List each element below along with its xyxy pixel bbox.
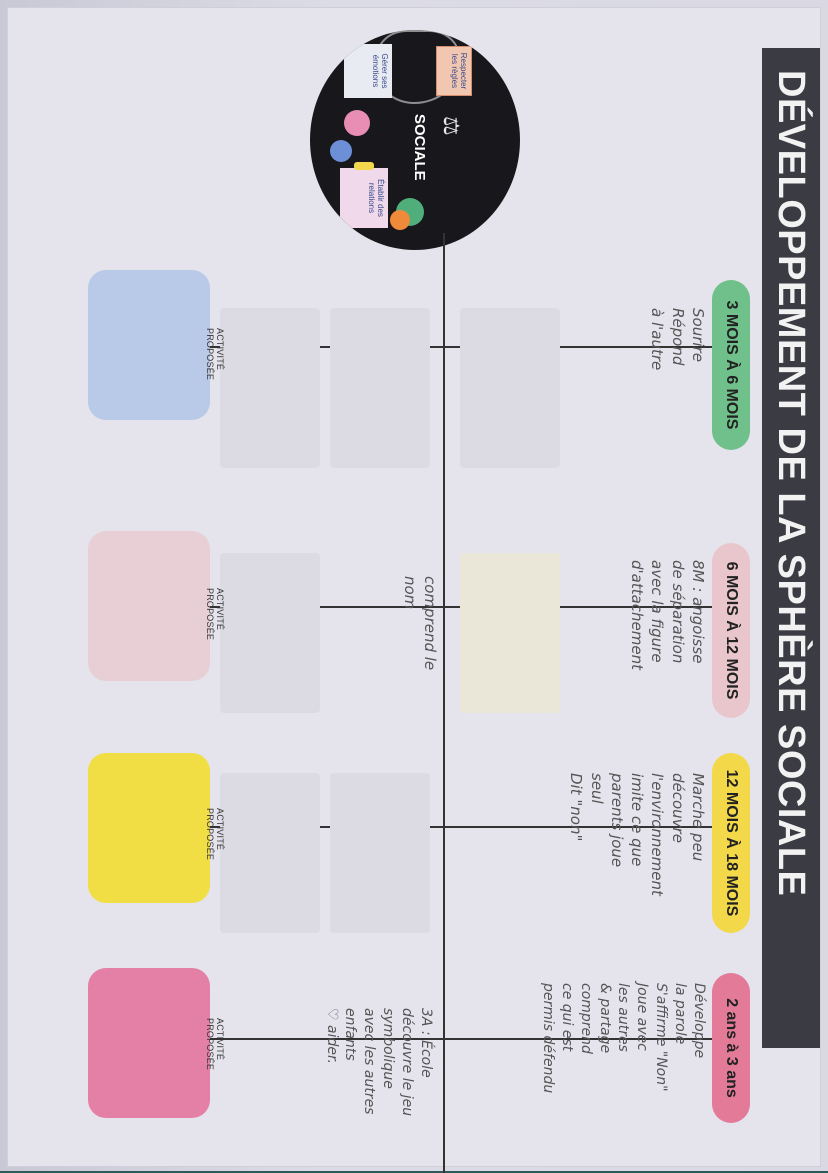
timeline-spine	[443, 233, 445, 1173]
blank-answer-box	[220, 553, 320, 713]
activity-label: ACTIVITÉ PROPOSÉE	[205, 808, 225, 861]
handwritten-note-lower: 3A : École découvre le jeu symbolique av…	[323, 1008, 434, 1117]
circle-label: SOCIALE	[411, 114, 428, 181]
blank-answer-box	[330, 308, 430, 468]
activity-box[interactable]	[88, 531, 210, 681]
handwritten-note: Sourire Répond à l'autre	[648, 308, 708, 371]
activity-box[interactable]	[88, 270, 210, 420]
social-sphere-circle: Respecter les règles Gérer ses émotions …	[310, 30, 520, 250]
handwritten-note: 8M : angoisse de séparation avec la figu…	[628, 560, 707, 671]
page-title: DÉVELOPPEMENT DE LA SPHÈRE SOCIALE	[762, 48, 820, 1048]
balance-scale-icon: ⚖	[439, 116, 464, 136]
stage-label: 12 MOIS À 18 MOIS	[712, 753, 750, 933]
note-build-relations: Établir des relations	[340, 168, 388, 228]
blank-answer-box	[460, 308, 560, 468]
children-playing-icon	[344, 110, 370, 136]
activity-label: ACTIVITÉ PROPOSÉE	[205, 328, 225, 381]
activity-box[interactable]	[88, 968, 210, 1118]
note-manage-emotions: Gérer ses émotions	[344, 44, 392, 98]
handwritten-note-lower: comprend le nom	[400, 576, 439, 671]
blank-answer-box	[220, 308, 320, 468]
blank-answer-box	[460, 553, 560, 713]
blank-answer-box	[220, 773, 320, 933]
stage-label: 6 MOIS À 12 MOIS	[712, 543, 750, 718]
note-respect-rules: Respecter les règles	[436, 46, 472, 96]
worksheet: DÉVELOPPEMENT DE LA SPHÈRE SOCIALE Respe…	[8, 8, 820, 1173]
kid-orange-icon	[390, 210, 410, 230]
stage-label: 3 MOIS À 6 MOIS	[712, 280, 750, 450]
activity-label: ACTIVITÉ PROPOSÉE	[205, 588, 225, 641]
blank-answer-box	[330, 773, 430, 933]
activity-box[interactable]	[88, 753, 210, 903]
sheet-holder: DÉVELOPPEMENT DE LA SPHÈRE SOCIALE Respe…	[8, 8, 820, 1173]
handwritten-note: Marche peu découvre l'environnement imit…	[567, 773, 708, 896]
handwritten-note: Développe la parole S'affirme "Non" Joue…	[539, 983, 707, 1094]
child-figure-icon	[330, 140, 352, 162]
activity-label: ACTIVITÉ PROPOSÉE	[205, 1018, 225, 1071]
stage-label: 2 ans à 3 ans	[712, 973, 750, 1123]
